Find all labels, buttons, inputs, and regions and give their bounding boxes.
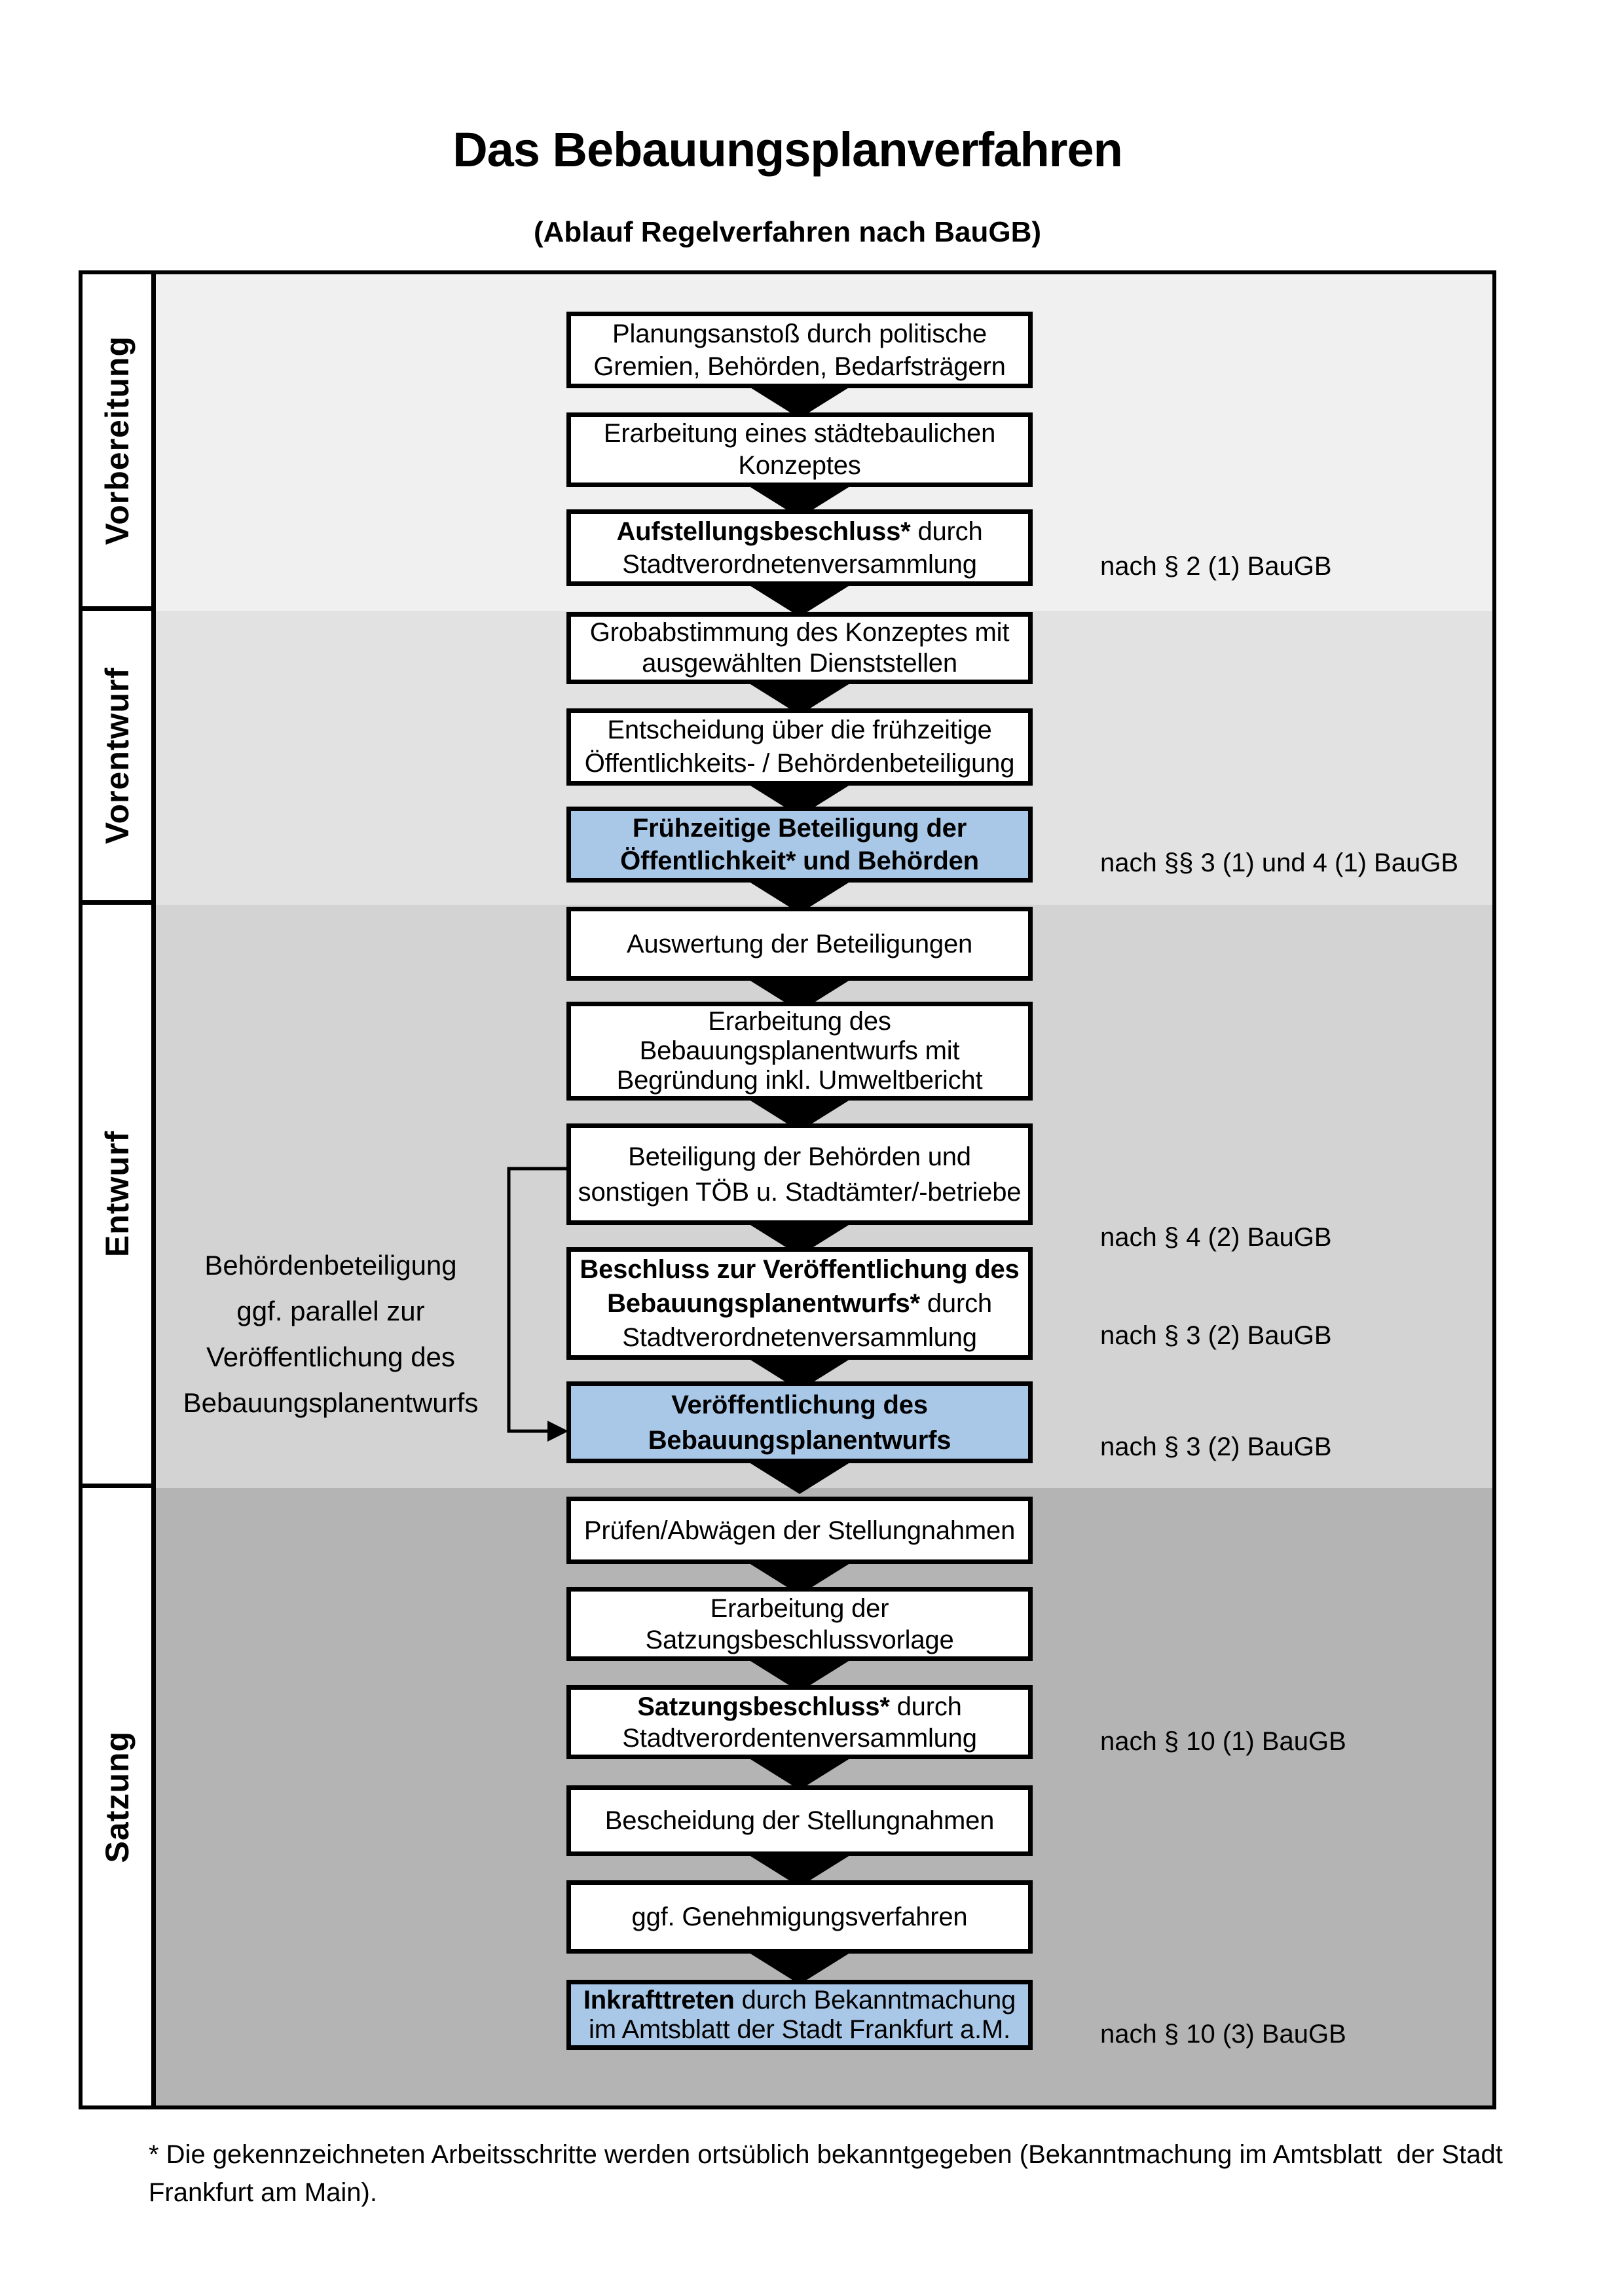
section-row-entwurf: Entwurf bbox=[83, 905, 1492, 1488]
phase-label: Entwurf bbox=[98, 1131, 136, 1258]
phase-label-cell: Satzung bbox=[83, 1488, 156, 2105]
page-title: Das Bebauungsplanverfahren bbox=[452, 122, 1123, 177]
section-background bbox=[156, 905, 1492, 1488]
footnote: * Die gekennzeichneten Arbeitsschritte w… bbox=[149, 2140, 1503, 2207]
phase-label-cell: Entwurf bbox=[83, 905, 156, 1488]
section-row-vorentwurf: Vorentwurf bbox=[83, 611, 1492, 905]
section-background bbox=[156, 1488, 1492, 2105]
phase-label: Vorbereitung bbox=[98, 335, 136, 545]
phase-label: Satzung bbox=[98, 1730, 136, 1863]
phase-label-cell: Vorbereitung bbox=[83, 274, 156, 611]
flow-frame: Vorbereitung Vorentwurf Entwurf Satzung bbox=[79, 270, 1496, 2109]
section-background bbox=[156, 611, 1492, 905]
section-background bbox=[156, 274, 1492, 611]
section-row-satzung: Satzung bbox=[83, 1488, 1492, 2105]
section-row-vorbereitung: Vorbereitung bbox=[83, 274, 1492, 611]
page-subtitle: (Ablauf Regelverfahren nach BauGB) bbox=[533, 216, 1042, 248]
phase-label-cell: Vorentwurf bbox=[83, 611, 156, 905]
phase-label: Vorentwurf bbox=[98, 666, 136, 845]
